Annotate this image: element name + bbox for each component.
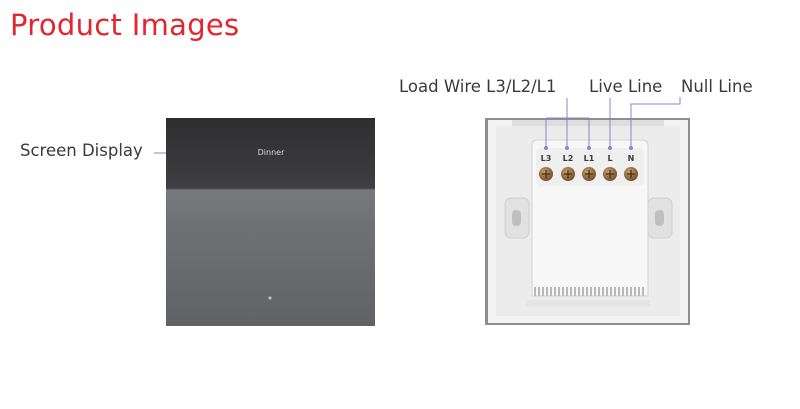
vent-slot bbox=[594, 287, 596, 296]
vent-slot bbox=[570, 287, 572, 296]
vent-slot bbox=[550, 287, 552, 296]
vent-slot bbox=[638, 287, 640, 296]
vent-slot bbox=[574, 287, 576, 296]
vent-slot bbox=[562, 287, 564, 296]
null-line-leader bbox=[630, 97, 681, 148]
vent-slot bbox=[630, 287, 632, 296]
vent-slot bbox=[614, 287, 616, 296]
terminal-label-l: L bbox=[607, 154, 612, 163]
terminal-label-l2: L2 bbox=[563, 154, 574, 163]
vent-slot bbox=[618, 287, 620, 296]
right-mount-slot bbox=[655, 210, 664, 226]
terminal-leaders bbox=[545, 97, 681, 148]
vent-slot bbox=[590, 287, 592, 296]
left-mount-slot bbox=[512, 210, 521, 226]
vent-slot bbox=[626, 287, 628, 296]
vent-slot bbox=[554, 287, 556, 296]
vent-slot bbox=[642, 287, 644, 296]
screen-text: Dinner bbox=[258, 148, 285, 157]
vent-slot bbox=[582, 287, 584, 296]
leader-dots bbox=[544, 146, 633, 150]
housing-base bbox=[526, 300, 650, 306]
vent-slot bbox=[598, 287, 600, 296]
terminal-label-l3: L3 bbox=[541, 154, 552, 163]
vent-slot bbox=[586, 287, 588, 296]
load-wire-label: Load Wire L3/L2/L1 bbox=[399, 77, 557, 96]
terminal-label-l1: L1 bbox=[584, 154, 595, 163]
vent-slot bbox=[538, 287, 540, 296]
vent-grille bbox=[534, 287, 644, 296]
vent-slot bbox=[542, 287, 544, 296]
vent-slot bbox=[606, 287, 608, 296]
vent-slot bbox=[546, 287, 548, 296]
indicator-dot bbox=[268, 296, 272, 300]
terminal-screws bbox=[539, 167, 638, 181]
live-line-label: Live Line bbox=[589, 77, 663, 96]
vent-slot bbox=[622, 287, 624, 296]
page-title: Product Images bbox=[10, 8, 240, 42]
vent-slot bbox=[566, 287, 568, 296]
back-panel: L3 L2 L1 L N bbox=[485, 118, 690, 325]
screen-display-area bbox=[166, 118, 375, 189]
vent-slot bbox=[602, 287, 604, 296]
vent-slot bbox=[534, 287, 536, 296]
front-panel: Dinner bbox=[154, 118, 375, 326]
terminal-label-n: N bbox=[628, 154, 635, 163]
vent-slot bbox=[578, 287, 580, 296]
vent-slot bbox=[610, 287, 612, 296]
screen-display-label: Screen Display bbox=[20, 141, 143, 160]
vent-slot bbox=[558, 287, 560, 296]
null-line-label: Null Line bbox=[681, 77, 753, 96]
vent-slot bbox=[634, 287, 636, 296]
